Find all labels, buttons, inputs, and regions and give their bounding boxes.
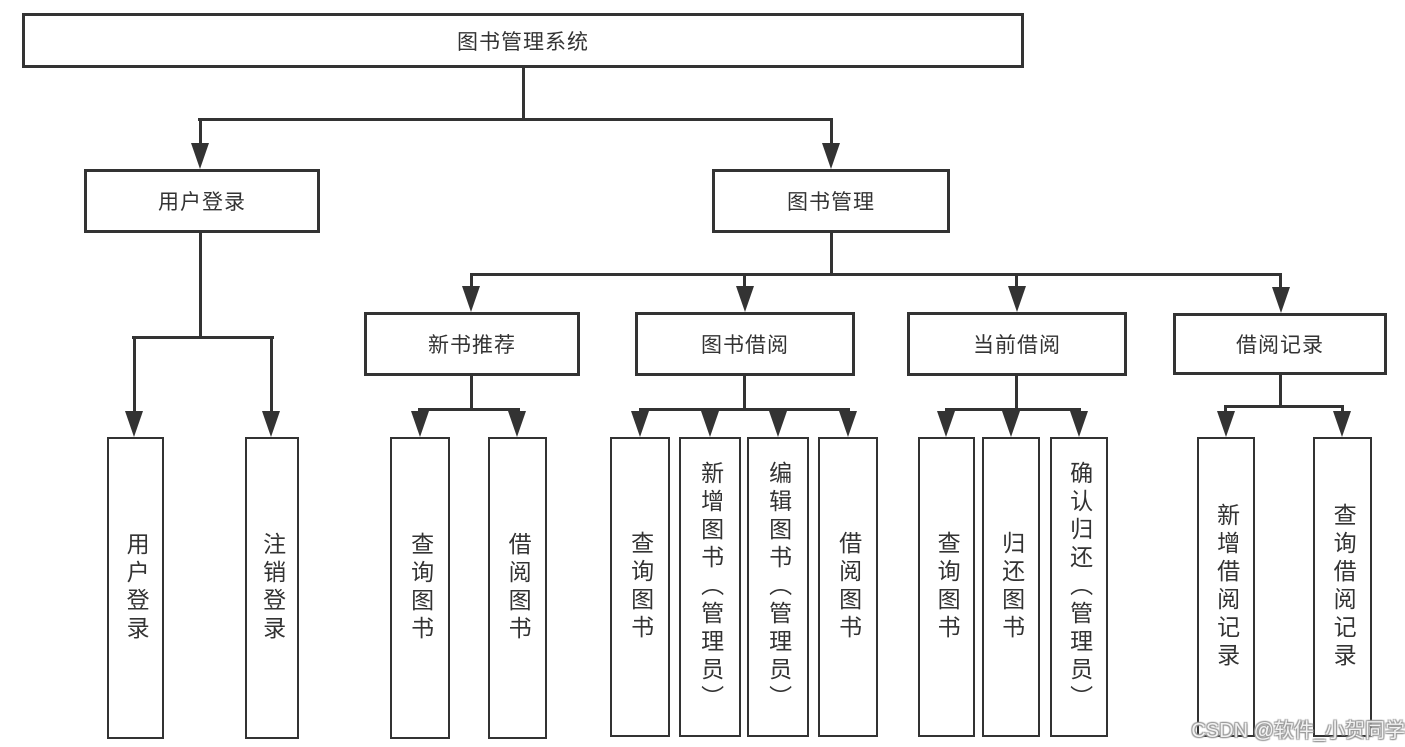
connector-leaf-records-query-stub (1341, 405, 1344, 413)
node-book-management-label: 图书管理 (787, 191, 875, 214)
leaf-logout-login: 注销登录 (245, 437, 299, 739)
node-borrow-record-label: 借阅记录 (1236, 334, 1324, 357)
leaf-current-query-book-label: 查询图书 (934, 531, 961, 643)
leaf-borrow-query-book: 查询图书 (610, 437, 670, 737)
connector-current-borrow-bar (945, 408, 1081, 411)
connector-borrow-records-stub (1279, 273, 1282, 287)
connector-user-login-stub (199, 118, 202, 145)
connector-user-login-bar (132, 336, 274, 339)
connector-new-books-drop (470, 376, 473, 411)
leaf-newbooks-query-book: 查询图书 (390, 437, 450, 739)
leaf-borrow-query-book-label: 查询图书 (627, 531, 654, 643)
connector-book-borrow-bar (639, 408, 850, 411)
node-book-borrow: 图书借阅 (635, 312, 855, 376)
node-new-book-recommend: 新书推荐 (364, 312, 580, 376)
connector-book-mgmt-stub (830, 118, 833, 145)
arrow-into-leaf-borrow-edit (769, 411, 787, 437)
connector-leaf-records-add-stub (1224, 405, 1227, 413)
connector-leaf-logout-stub (270, 336, 273, 412)
node-book-management: 图书管理 (712, 169, 950, 233)
leaf-user-login-label: 用户登录 (123, 532, 150, 644)
arrow-into-book-borrow (736, 286, 754, 312)
connector-book-borrow-drop (743, 376, 746, 411)
connector-root-drop (522, 68, 525, 118)
connector-new-books-bar (418, 408, 520, 411)
leaf-current-confirm-return-admin-label: 确认归还（管理员） (1066, 461, 1093, 713)
leaf-borrow-borrow-book: 借阅图书 (818, 437, 878, 737)
leaf-current-return-book: 归还图书 (982, 437, 1040, 737)
arrow-into-leaf-logout (262, 411, 280, 437)
arrow-into-leaf-current-query (937, 411, 955, 437)
csdn-watermark: CSDN @软件_小贺同学 (1191, 720, 1405, 742)
connector-user-login-drop (199, 233, 202, 338)
connector-leaf-user-login-stub (133, 336, 136, 412)
leaf-current-query-book: 查询图书 (918, 437, 975, 737)
arrow-into-leaf-current-confirm (1070, 411, 1088, 437)
node-book-borrow-label: 图书借阅 (701, 334, 789, 357)
arrow-into-current-borrow (1008, 286, 1026, 312)
leaf-borrow-edit-book-admin: 编辑图书（管理员） (747, 437, 809, 737)
leaf-current-return-book-label: 归还图书 (998, 531, 1025, 643)
leaf-borrow-edit-book-admin-label: 编辑图书（管理员） (765, 461, 792, 713)
connector-current-borrow-stub (1015, 276, 1018, 287)
node-current-borrow-label: 当前借阅 (973, 334, 1061, 357)
leaf-records-query-record: 查询借阅记录 (1313, 437, 1372, 737)
connector-borrow-records-bar (1224, 405, 1344, 408)
connector-book-mgmt-drop (830, 233, 833, 276)
leaf-borrow-borrow-book-label: 借阅图书 (835, 531, 862, 643)
arrow-into-leaf-current-return (1002, 411, 1020, 437)
arrow-into-leaf-borrow-borrow (839, 411, 857, 437)
connector-new-books-stub (470, 273, 473, 287)
leaf-user-login: 用户登录 (107, 437, 164, 739)
arrow-into-borrow-records (1272, 287, 1290, 313)
leaf-logout-login-label: 注销登录 (259, 532, 286, 644)
arrow-into-leaf-records-query (1333, 411, 1351, 437)
leaf-records-add-record: 新增借阅记录 (1197, 437, 1255, 737)
leaf-newbooks-query-book-label: 查询图书 (407, 532, 434, 644)
leaf-newbooks-borrow-book-label: 借阅图书 (505, 532, 532, 644)
leaf-records-add-record-label: 新增借阅记录 (1213, 503, 1240, 671)
leaf-records-query-record-label: 查询借阅记录 (1330, 503, 1357, 671)
arrow-into-new-books (462, 286, 480, 312)
connector-level2-bar (198, 118, 833, 121)
leaf-borrow-add-book-admin-label: 新增图书（管理员） (697, 461, 724, 713)
arrow-into-leaf-user-login (125, 411, 143, 437)
node-new-book-recommend-label: 新书推荐 (428, 334, 516, 357)
arrow-into-leaf-records-add (1217, 411, 1235, 437)
node-root-label: 图书管理系统 (457, 30, 589, 54)
node-user-login: 用户登录 (84, 169, 320, 233)
arrow-into-leaf-newbooks-borrow (508, 411, 526, 437)
node-user-login-label: 用户登录 (158, 191, 246, 214)
node-current-borrow: 当前借阅 (907, 312, 1127, 376)
connector-current-borrow-drop (1015, 376, 1018, 411)
arrow-into-book-mgmt (822, 143, 840, 169)
arrow-into-leaf-borrow-query (631, 411, 649, 437)
leaf-newbooks-borrow-book: 借阅图书 (488, 437, 547, 739)
connector-level3-bar (470, 273, 1282, 276)
node-root: 图书管理系统 (22, 13, 1024, 68)
arrow-into-leaf-borrow-add (701, 411, 719, 437)
node-borrow-record: 借阅记录 (1173, 313, 1387, 375)
arrow-into-user-login (191, 143, 209, 169)
leaf-borrow-add-book-admin: 新增图书（管理员） (679, 437, 741, 737)
connector-book-borrow-stub (743, 276, 746, 287)
arrow-into-leaf-newbooks-query (411, 411, 429, 437)
connector-borrow-records-drop (1279, 375, 1282, 408)
leaf-current-confirm-return-admin: 确认归还（管理员） (1050, 437, 1108, 737)
